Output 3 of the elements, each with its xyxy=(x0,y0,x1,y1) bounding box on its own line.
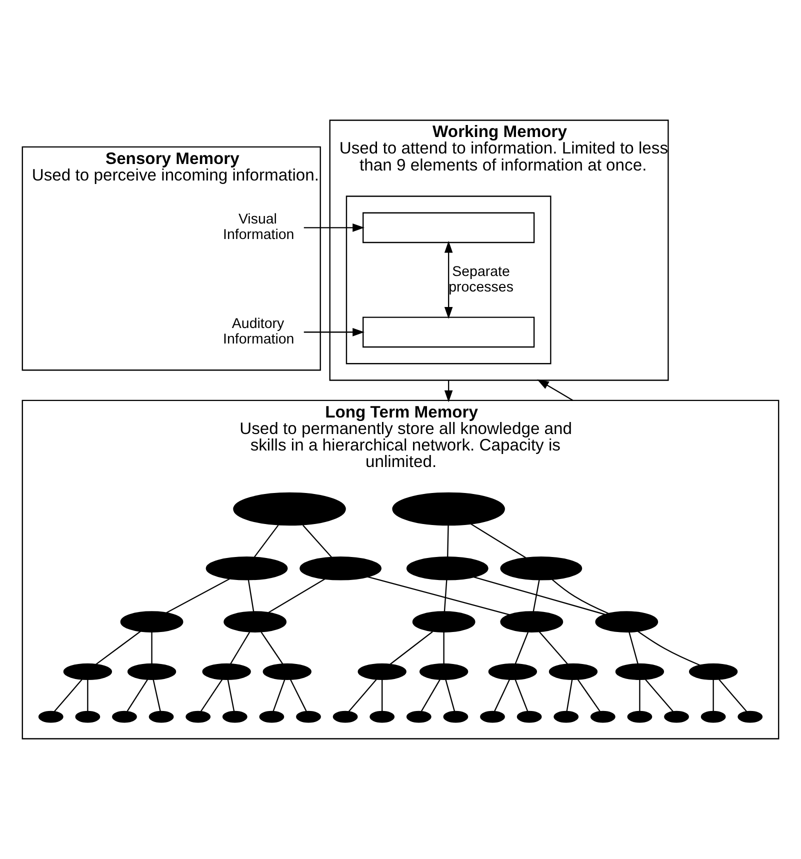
edge-label: Separate processes xyxy=(448,264,514,296)
node-text: Visual Information xyxy=(223,212,294,244)
node-text: Auditory Information xyxy=(223,316,294,348)
